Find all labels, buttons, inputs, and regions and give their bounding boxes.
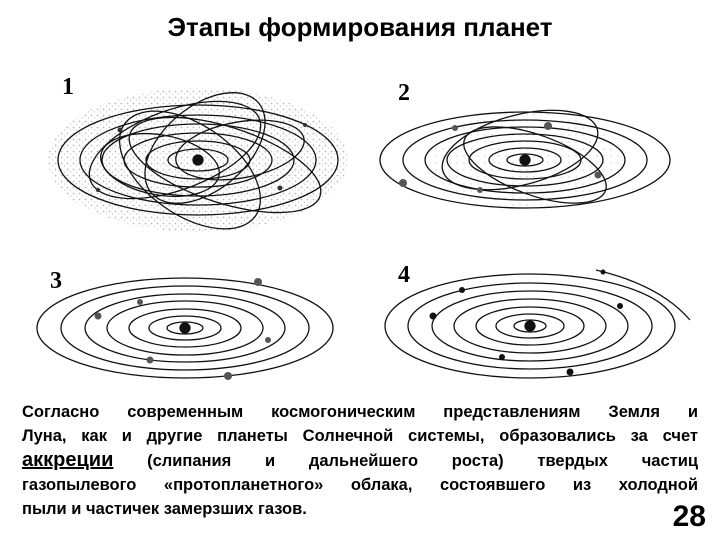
paragraph-line-3: аккреции (слипания и дальнейшего роста) … [22, 448, 698, 473]
paragraph-line-5: пыли и частичек замерзших газов. [22, 500, 307, 518]
planet-formation-diagrams [36, 88, 691, 380]
stage-2-label: 2 [398, 80, 410, 106]
stage-1-label: 1 [62, 74, 74, 100]
stage-3-label: 3 [50, 268, 62, 294]
paragraph-line-4: газопылевого «протопланетного» облака, с… [22, 476, 698, 494]
stage-1-diagram [48, 88, 348, 232]
stage-4-diagram [384, 269, 691, 379]
stage-4-label: 4 [398, 262, 410, 288]
stage-2-diagram [379, 109, 671, 209]
slide-title: Этапы формирования планет [167, 12, 553, 42]
paragraph-line-2: Луна, как и другие планеты Солнечной сис… [22, 427, 698, 445]
accretion-term: аккреции [22, 449, 114, 471]
description-paragraph: Согласно современным космогоническим пре… [22, 400, 698, 521]
page-number: 28 [672, 500, 706, 533]
paragraph-line-1: Согласно современным космогоническим пре… [22, 403, 698, 421]
paragraph-line-3-rest: (слипания и дальнейшего роста) твердых ч… [113, 452, 698, 470]
stage-3-diagram [36, 277, 334, 380]
